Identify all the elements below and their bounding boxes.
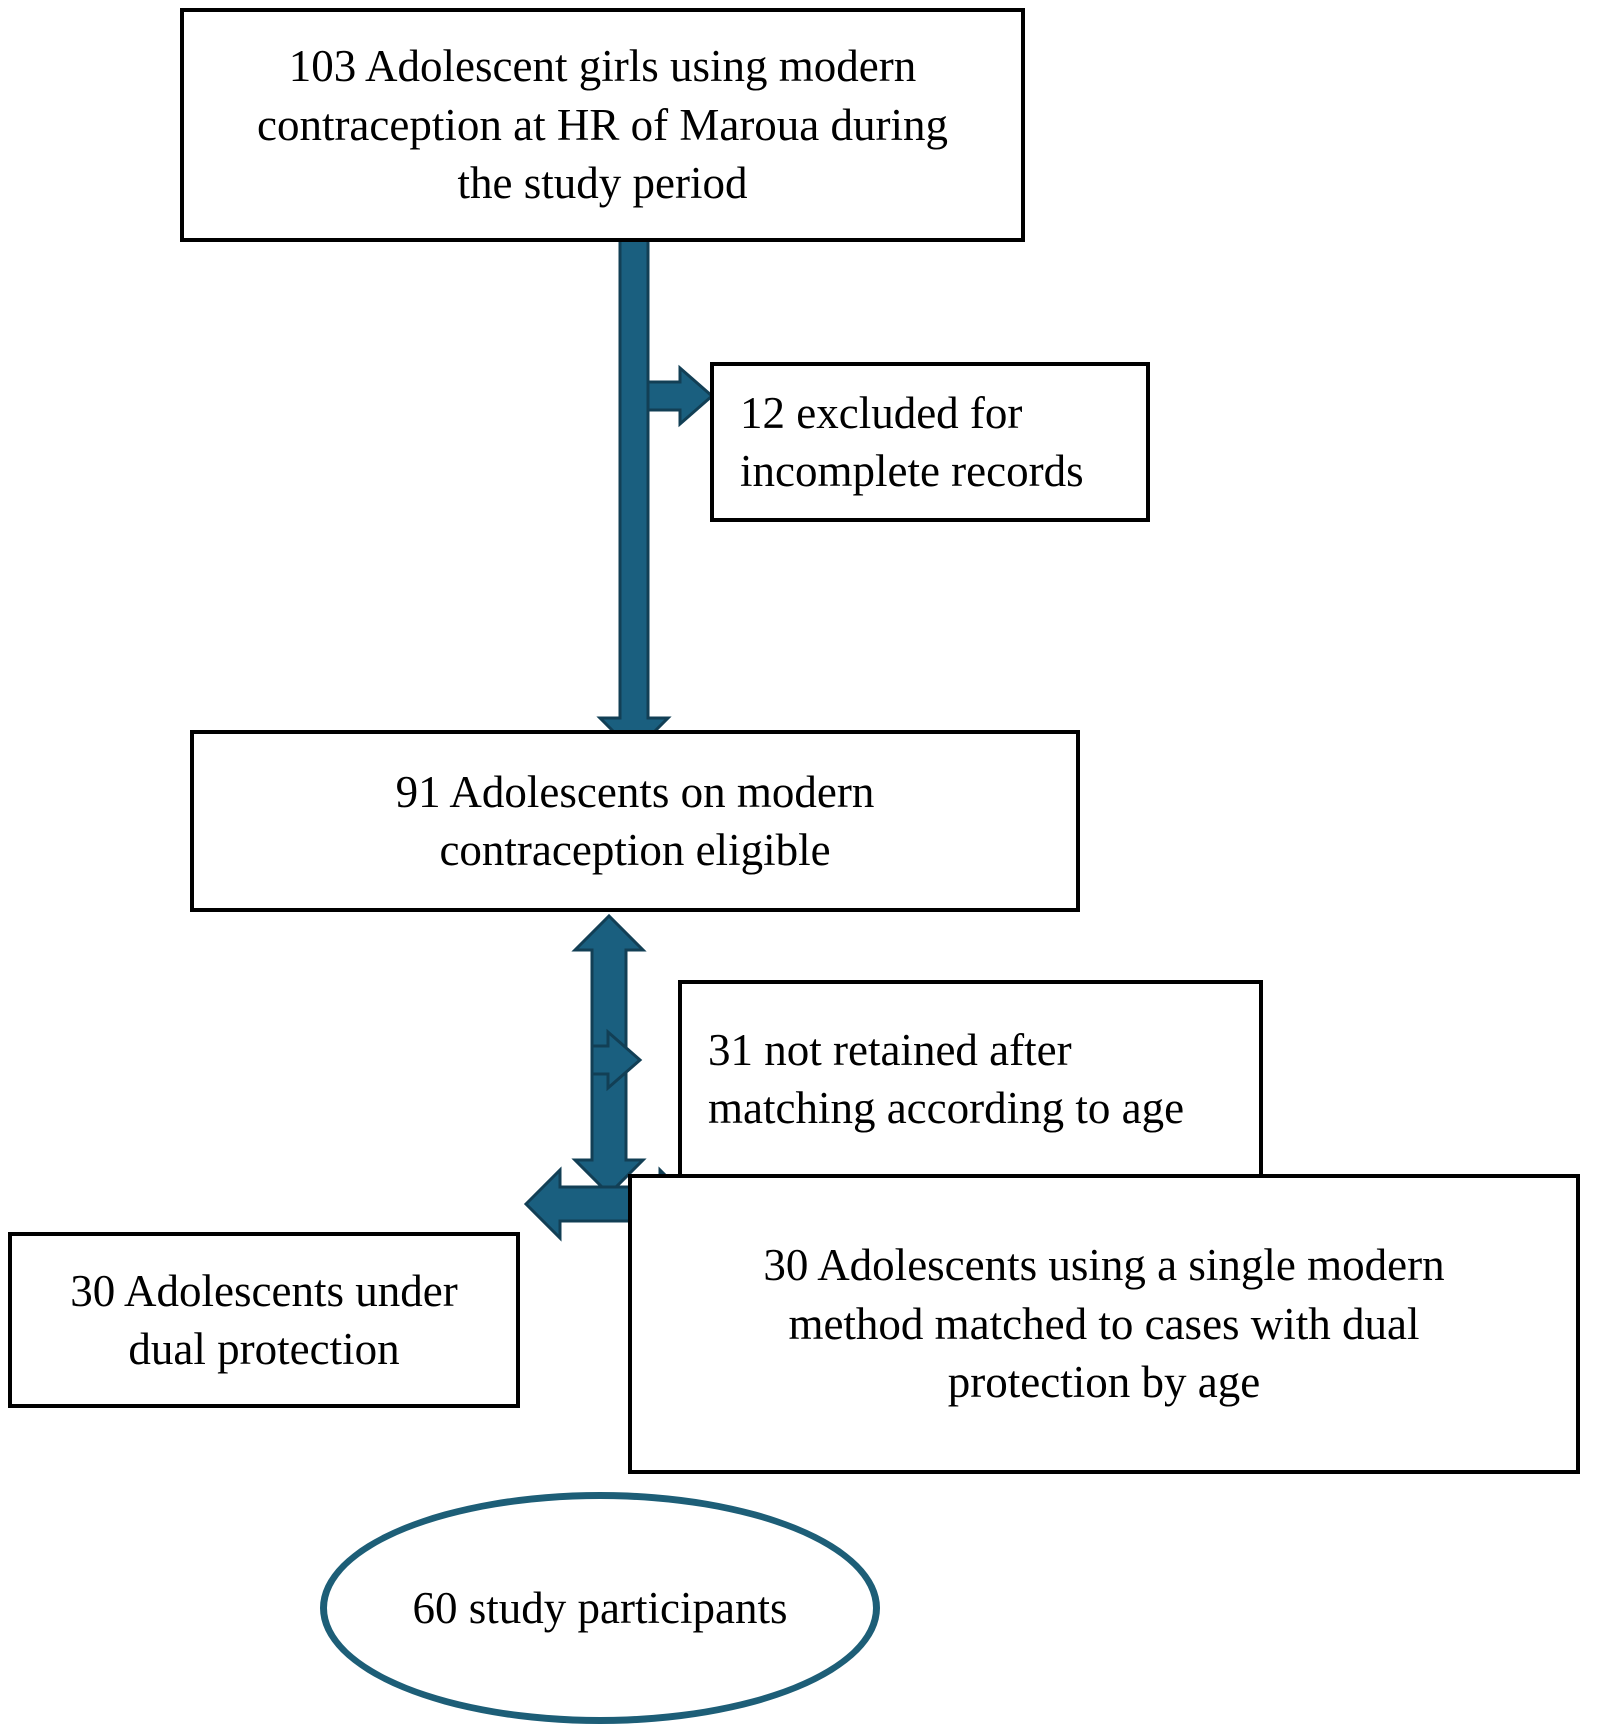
node-dual-protection-group-label: 30 Adolescents under dual protection [70,1265,458,1375]
node-study-participants: 60 study participants [320,1492,880,1724]
node-eligible-adolescents-label: 91 Adolescents on modern contraception e… [395,766,875,876]
arrow-eligible-to-groups [571,913,647,1197]
arrow-source-to-eligible [596,238,672,755]
node-excluded-incomplete-records-label: 12 excluded for incomplete records [740,387,1084,497]
node-not-retained-after-matching: 31 not retained after matching according… [678,980,1263,1178]
node-single-method-group: 30 Adolescents using a single modern met… [628,1174,1580,1474]
node-excluded-incomplete-records: 12 excluded for incomplete records [710,362,1150,522]
node-source-population-label: 103 Adolescent girls using modern contra… [256,41,949,209]
arrow-eligible-to-not-retained [590,1028,643,1092]
node-study-participants-label: 60 study participants [412,1582,788,1633]
node-eligible-adolescents: 91 Adolescents on modern contraception e… [190,730,1080,912]
node-source-population: 103 Adolescent girls using modern contra… [180,8,1025,242]
node-not-retained-after-matching-label: 31 not retained after matching according… [708,1024,1185,1134]
node-single-method-group-label: 30 Adolescents using a single modern met… [763,1240,1445,1408]
arrow-source-to-excluded [646,364,715,428]
node-dual-protection-group: 30 Adolescents under dual protection [8,1232,520,1408]
